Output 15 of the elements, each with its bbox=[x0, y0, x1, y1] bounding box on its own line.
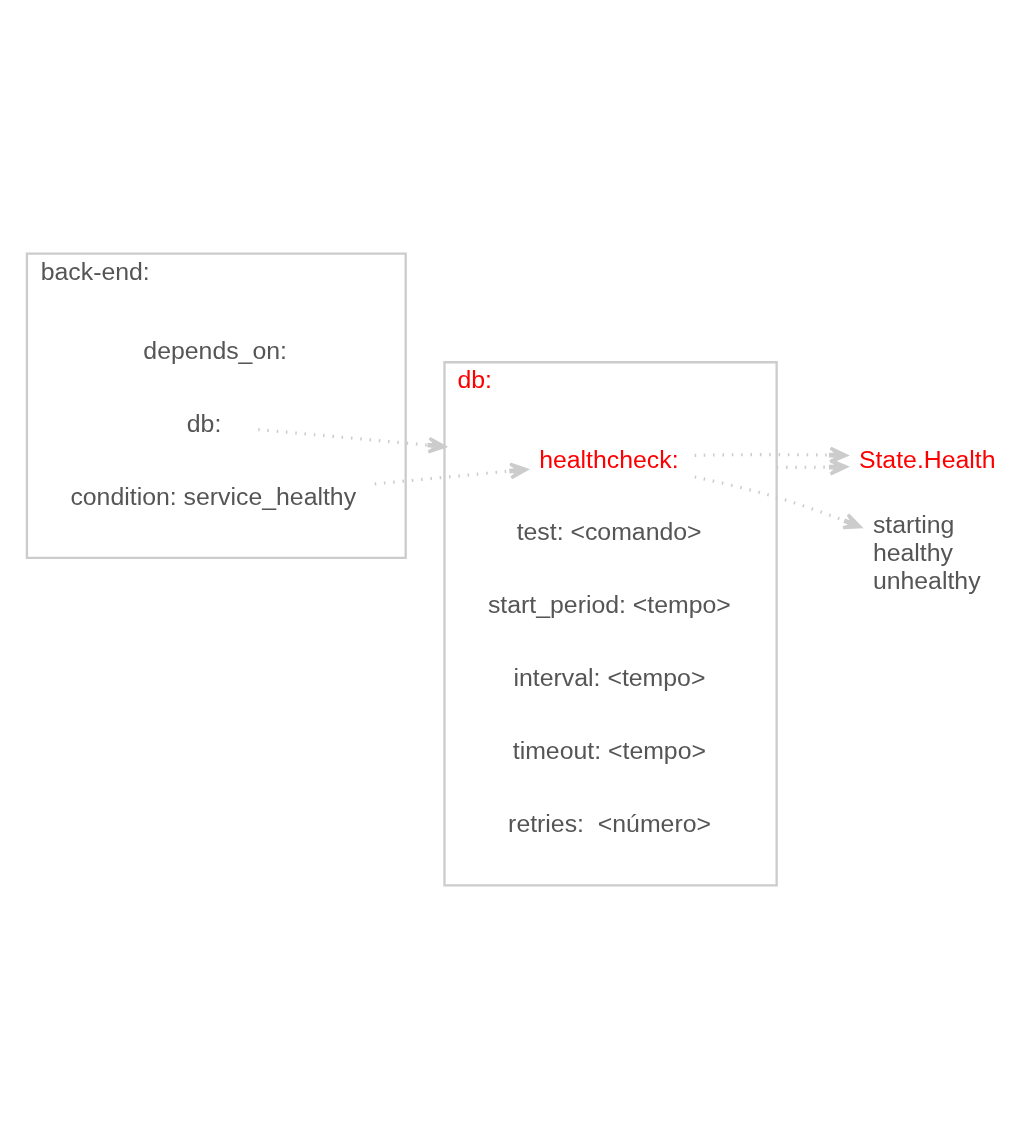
node-text: depends_on: bbox=[143, 336, 287, 364]
node-text: retries: <número> bbox=[508, 810, 711, 838]
node-text: start_period: <tempo> bbox=[487, 591, 731, 619]
node-text: condition: service_healthy bbox=[70, 482, 357, 510]
node-text: interval: <tempo> bbox=[513, 664, 706, 692]
node-text: starting healthy unhealthy bbox=[872, 510, 981, 594]
arrow bbox=[694, 475, 862, 530]
node-text: test: <comando> bbox=[516, 518, 702, 546]
node-text: timeout: <tempo> bbox=[512, 737, 706, 765]
arrow bbox=[374, 462, 528, 486]
arrow bbox=[694, 446, 848, 464]
node-text: State.Health bbox=[858, 445, 996, 473]
node-text: db: bbox=[186, 409, 222, 437]
node-text: healthcheck: bbox=[539, 445, 679, 473]
arrow bbox=[258, 428, 447, 454]
